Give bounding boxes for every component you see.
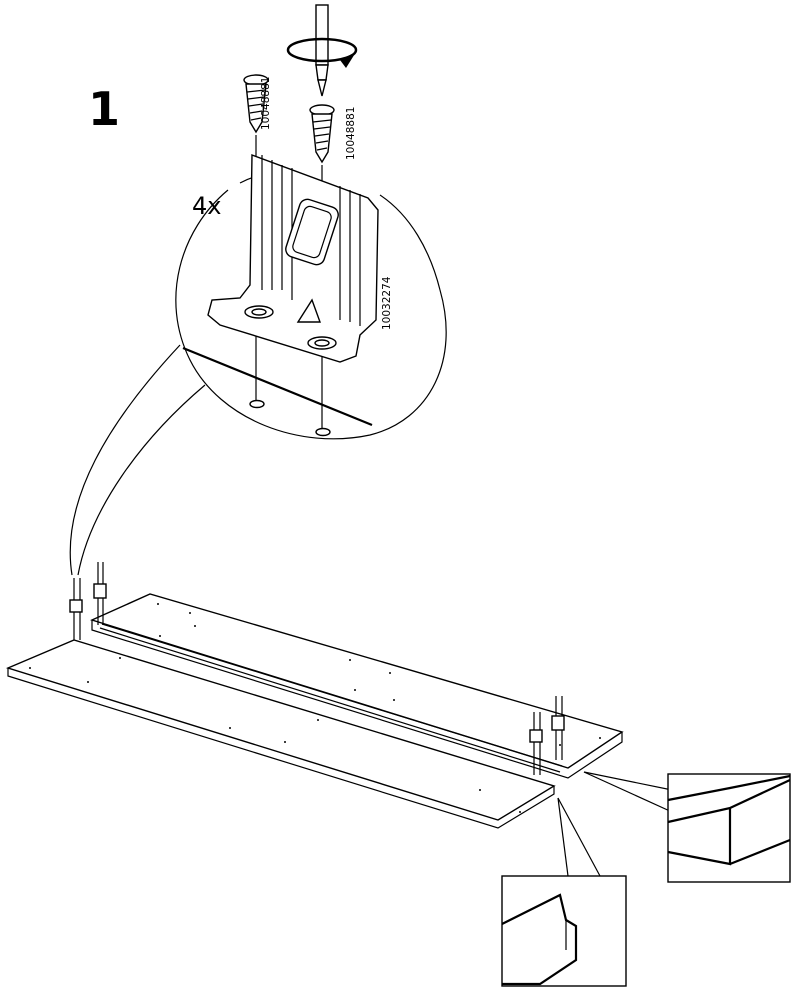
angle-bracket-icon: 10032274 [207, 153, 393, 363]
step-number: 1 [88, 82, 120, 136]
screw-hole [249, 399, 265, 409]
quantity-label: 4x [192, 192, 221, 220]
screw-part-number-right: 10048881 [345, 107, 357, 160]
screwdriver-icon [315, 4, 329, 97]
screw-part-number-left: 10048881 [260, 77, 272, 130]
edge-detail-right [583, 771, 791, 883]
screw-icon-left: 10048881 [243, 74, 272, 134]
back-panel [90, 593, 624, 779]
screw-icon-right: 10048881 [309, 104, 357, 164]
screw-hole [315, 427, 331, 437]
bracket-part-number: 10032274 [381, 276, 393, 330]
clockwise-arrow-icon [286, 37, 358, 68]
detail-magnifier [69, 171, 447, 576]
front-panel [5, 639, 556, 829]
bracket-assembly-right [529, 696, 565, 775]
edge-detail-bottom [501, 797, 627, 987]
bracket-assembly-left [69, 562, 107, 640]
